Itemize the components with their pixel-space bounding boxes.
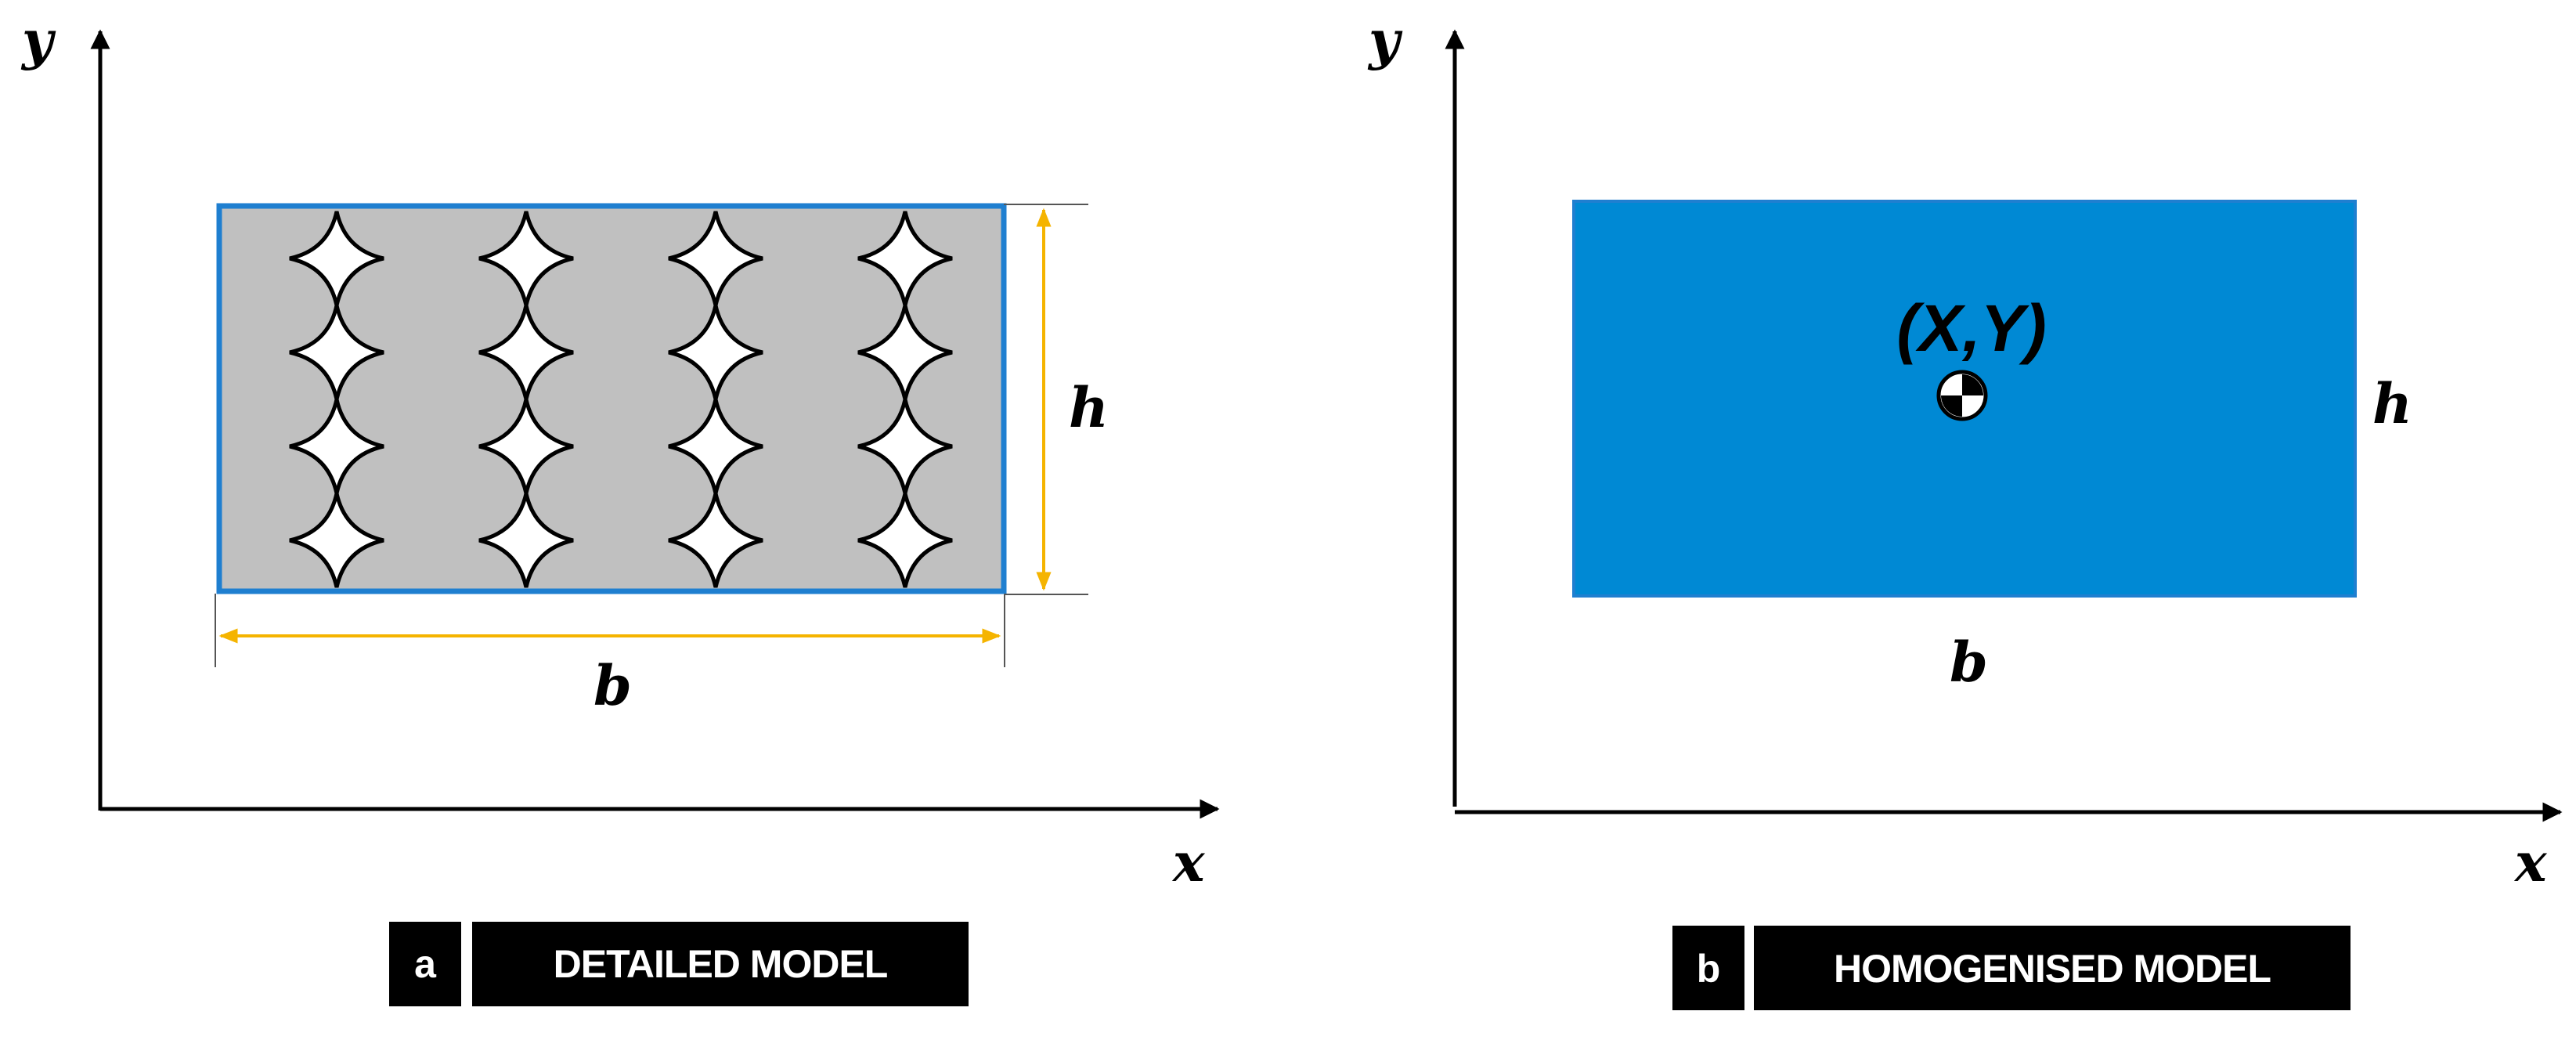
panel-a-caption-letter-box: [389, 922, 461, 1006]
panel-b-centroid-label: (X,Y): [1896, 291, 2046, 365]
panel-a-hole: [289, 493, 384, 588]
panel-a-y-axis-label: y: [20, 9, 56, 72]
panel-b-width-label: b: [1950, 630, 1988, 695]
panel-b-caption-letter-box: [1672, 926, 1744, 1010]
panel-b-x-axis-label: x: [2513, 832, 2548, 894]
panel-b: y x (X,Y) h b b HOMOGENISED MODEL: [1367, 9, 2563, 1010]
panel-a-hole: [668, 493, 763, 588]
panel-a-caption-title-box: [472, 922, 969, 1006]
panel-a-height-label: h: [1069, 375, 1109, 440]
panel-a: y x h b a DETAILED MODEL: [20, 9, 1220, 1006]
panel-a-caption-letter: a: [414, 942, 437, 986]
panel-a-width-label: b: [593, 653, 632, 718]
panel-a-hole: [478, 493, 574, 588]
panel-a-x-axis-label: x: [1171, 832, 1206, 894]
panel-b-y-axis-label: y: [1367, 9, 1403, 72]
panel-a-hole-grid: [289, 211, 953, 588]
panel-b-caption-letter: b: [1697, 947, 1721, 991]
panel-a-caption-title: DETAILED MODEL: [554, 942, 888, 986]
panel-b-caption-title: HOMOGENISED MODEL: [1834, 947, 2271, 991]
panel-b-caption-title-box: [1754, 926, 2351, 1010]
panel-b-height-label: h: [2372, 371, 2412, 436]
centroid-symbol-icon: [1936, 370, 1988, 421]
panel-a-hole: [857, 493, 953, 588]
